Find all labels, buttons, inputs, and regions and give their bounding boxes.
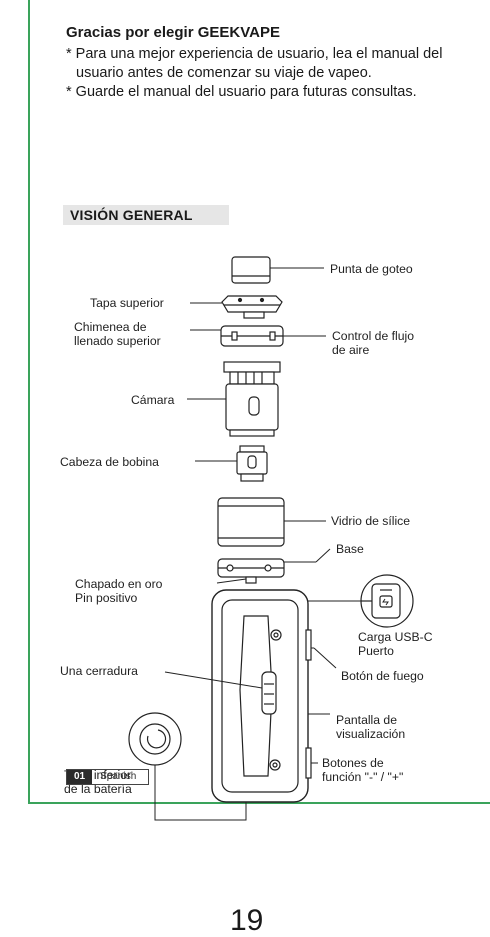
- label-usb-line1: Carga USB-C: [358, 630, 433, 644]
- battery-mod-part: [211, 589, 312, 803]
- battery-cap-inset: [128, 712, 182, 766]
- label-coil: Cabeza de bobina: [60, 455, 159, 469]
- label-display-line1: Pantalla de: [336, 713, 397, 727]
- label-display-line2: visualización: [336, 727, 406, 741]
- label-chamber: Cámara: [131, 393, 175, 407]
- label-fill-chimney-line1: Chimenea de: [74, 320, 147, 334]
- drip-tip-part: [231, 256, 271, 284]
- label-buttons-line2: función "-" / "+": [322, 770, 404, 784]
- footer-page-tag: 01 Spanish: [66, 769, 150, 785]
- chamber-part: [223, 361, 281, 437]
- coil-part: [236, 445, 268, 482]
- section-header-bar: [63, 205, 229, 225]
- label-buttons-line1: Botones de: [322, 756, 384, 770]
- label-lock: Una cerradura: [60, 664, 138, 678]
- intro-note-2: * Guarde el manual del usuario para futu…: [66, 84, 417, 100]
- label-glass: Vidrio de sílice: [331, 514, 411, 528]
- page-frame: [28, 0, 490, 804]
- footer-page-index: 01: [67, 770, 93, 784]
- label-base: Base: [336, 542, 364, 556]
- label-gold-pin-line2: Pin positivo: [75, 591, 138, 605]
- glass-part: [217, 497, 285, 547]
- label-top-cap: Tapa superior: [90, 296, 164, 310]
- footer-language: Spanish: [100, 771, 137, 782]
- label-gold-pin-line1: Chapado en oro: [75, 577, 163, 591]
- page-number: 19: [230, 904, 264, 937]
- label-airflow-line2: de aire: [332, 343, 370, 357]
- top-cap-part: [221, 295, 283, 319]
- intro-block: Gracias por elegir GEEKVAPE * Para una m…: [66, 24, 476, 102]
- section-title: VISIÓN GENERAL: [70, 207, 193, 223]
- base-part: [217, 558, 285, 584]
- intro-note-1: * Para una mejor experiencia de usuario,…: [66, 46, 443, 81]
- label-fire-button: Botón de fuego: [341, 669, 424, 683]
- label-battery-cap-line2: de la batería: [64, 782, 132, 796]
- intro-title: Gracias por elegir GEEKVAPE: [66, 24, 280, 41]
- label-fill-chimney-line2: llenado superior: [74, 334, 161, 348]
- label-airflow-line1: Control de flujo: [332, 329, 414, 343]
- label-usb-line2: Puerto: [358, 644, 394, 658]
- label-drip-tip: Punta de goteo: [330, 262, 413, 276]
- airflow-ring-part: [220, 325, 284, 347]
- usb-port-inset: [360, 574, 414, 628]
